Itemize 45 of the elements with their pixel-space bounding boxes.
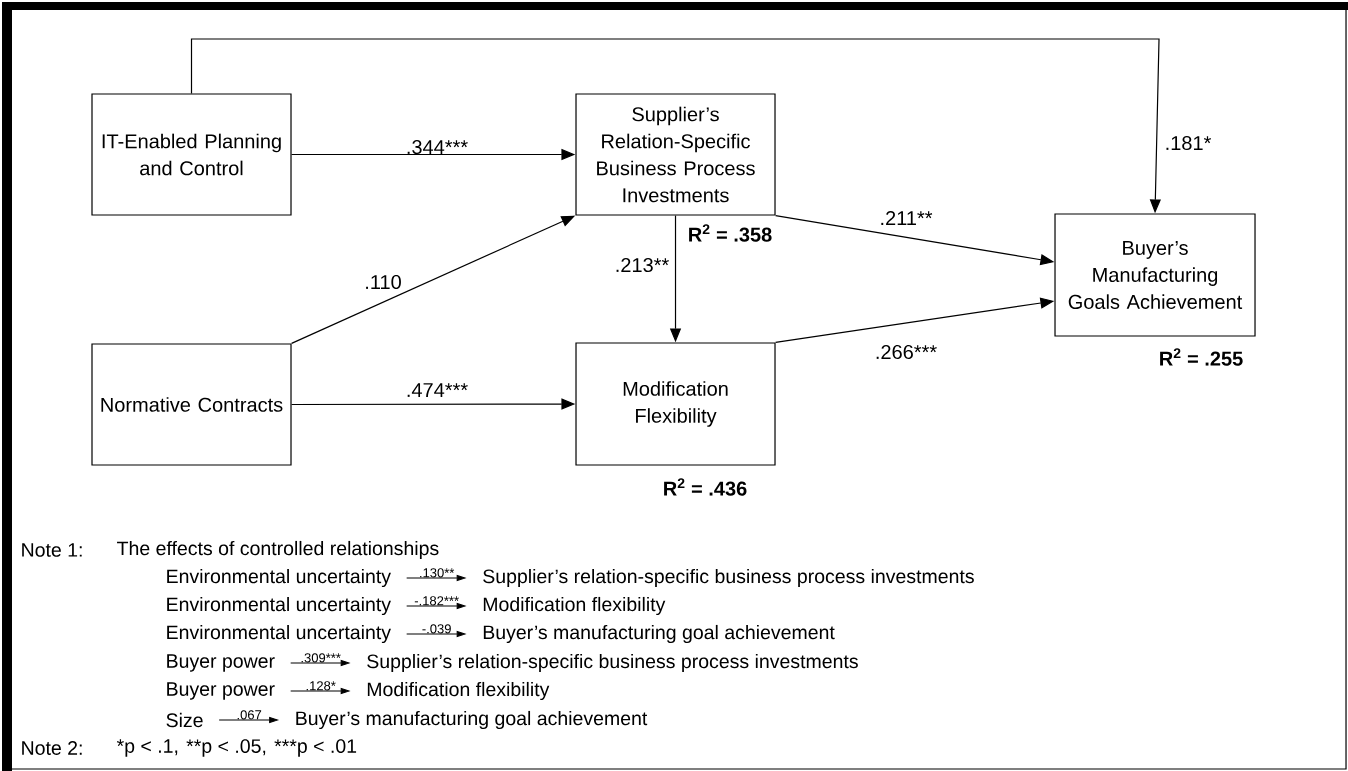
note-text: Environmental uncertainty	[167, 596, 391, 616]
note-text: Modification flexibility	[367, 681, 550, 701]
note-text: Modification flexibility	[483, 596, 666, 616]
note-text: Size	[166, 712, 203, 728]
note-text: Buyer power	[167, 654, 275, 672]
arrow	[218, 717, 278, 723]
path-coefficient: .266***	[876, 344, 937, 360]
path-coefficient: .474***	[407, 383, 468, 397]
construct-box: IT-Enabled Planning and Control	[91, 93, 292, 216]
r-squared-label: R$^{2}$ = .255	[1160, 348, 1243, 366]
note-text: The effects of controlled relationships	[117, 540, 439, 560]
arrow	[290, 660, 350, 666]
note-text: Supplier’s relation-specific business process investments	[367, 653, 858, 673]
path-coefficient: .110	[366, 274, 401, 290]
note-text: Environmental uncertainty	[167, 568, 391, 588]
path-coefficient: .211**	[881, 211, 933, 225]
note-text: Note 2:	[22, 741, 82, 755]
path-coefficient: -.182***	[414, 596, 459, 606]
note-text: Note 1:	[22, 543, 82, 557]
path-coefficient: .130**	[420, 568, 455, 578]
path-coefficient: -.039	[422, 624, 451, 634]
construct-box: Normative Contracts	[91, 343, 292, 466]
path-coefficient: .309***	[301, 653, 341, 663]
r-squared-label: R$^{2}$ = .436	[664, 478, 747, 496]
arrow	[290, 688, 350, 694]
note-text: *p < .1,	[116, 739, 178, 757]
r-squared-label: R$^{2}$ = .358	[689, 224, 772, 242]
note-text: Buyer’s manufacturing goal achievement	[483, 624, 835, 644]
path-coefficient: .067	[237, 710, 262, 720]
construct-box: Buyer’s Manufacturing Goals Achievement	[1054, 213, 1256, 337]
arrow	[406, 575, 466, 581]
construct-box: Supplier’s Relation-Specific Business Process Investments	[575, 93, 776, 216]
note-text: Buyer’s manufacturing goal achievement	[296, 710, 648, 730]
note-text: ***p < .01	[274, 739, 357, 757]
path-coefficient: .213**	[616, 257, 669, 273]
path-coefficient: .128*	[306, 681, 336, 691]
arrow	[406, 631, 466, 637]
note-text: **p < .05,	[186, 739, 266, 757]
note-text: Environmental uncertainty	[167, 624, 391, 644]
note-text: Buyer power	[167, 682, 275, 700]
note-text: Supplier’s relation-specific business process investments	[483, 568, 974, 588]
path-coefficient: .181*	[1166, 135, 1212, 151]
construct-box: Modification Flexibility	[575, 342, 776, 466]
path-coefficient: .344***	[407, 139, 468, 155]
arrow	[406, 603, 466, 609]
